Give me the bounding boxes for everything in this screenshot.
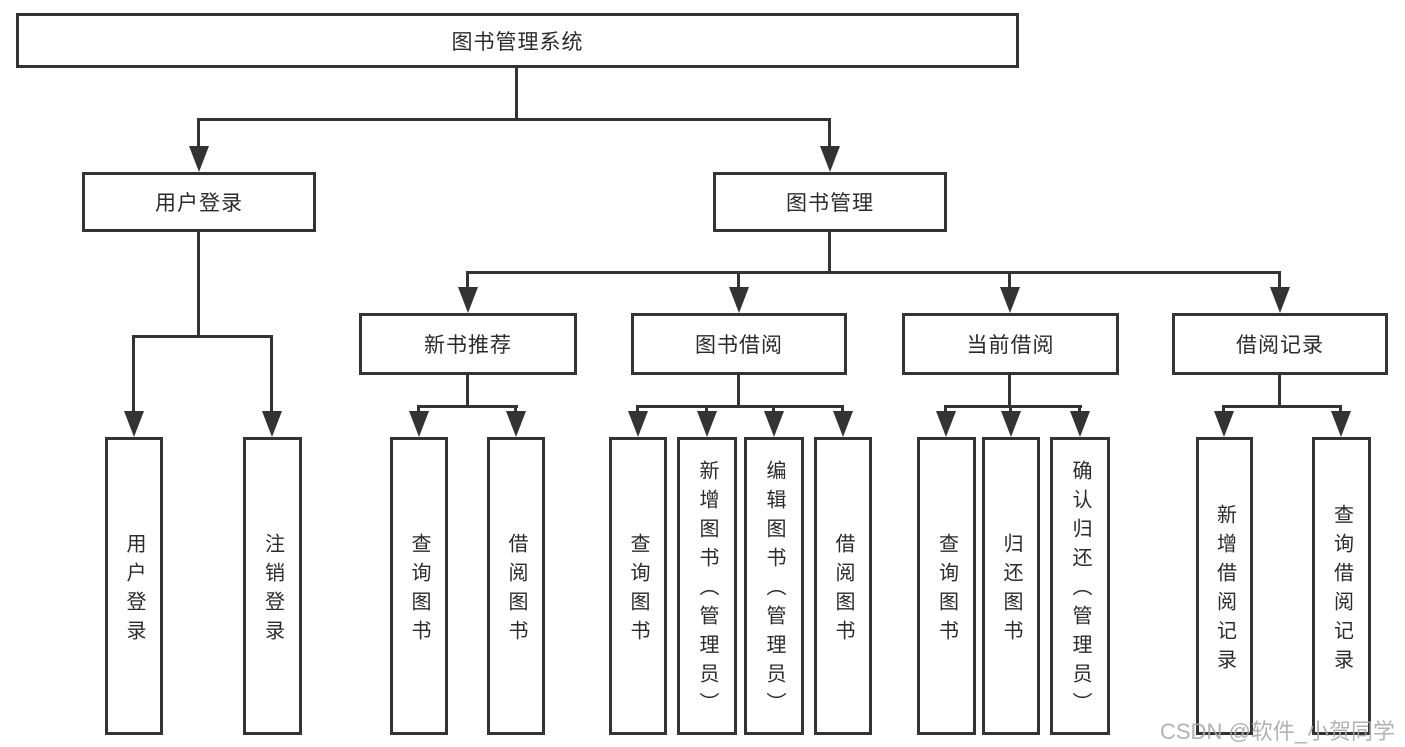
- connector-drop: [944, 405, 947, 415]
- connector-drop-user-login: [197, 118, 200, 150]
- node-leaf-query-borrow-record: 查询借阅记录: [1312, 437, 1371, 735]
- node-root-label: 图书管理系统: [451, 30, 584, 54]
- arrow-down-icon: [1000, 287, 1020, 313]
- connector-borrow-records-rail: [1222, 405, 1342, 408]
- arrow-down-icon: [262, 411, 282, 437]
- connector-drop: [705, 405, 708, 415]
- node-leaf-user-login: 用户登录: [105, 437, 163, 735]
- node-leaf-borrow-books-1: 借阅图书: [487, 437, 545, 735]
- connector-current-borrow-stem: [1008, 375, 1011, 408]
- leaf-label: 归还图书: [1000, 532, 1022, 649]
- node-leaf-add-borrow-record: 新增借阅记录: [1196, 437, 1253, 735]
- connector-drop-logout-leaf: [270, 335, 273, 413]
- leaf-label: 用户登录: [123, 532, 145, 649]
- node-new-book-rec-label: 新书推荐: [424, 334, 512, 357]
- node-book-mgmt: 图书管理: [713, 172, 947, 232]
- connector-drop-new-book-rec: [466, 271, 469, 289]
- leaf-label: 借阅图书: [832, 532, 854, 649]
- leaf-label: 借阅图书: [505, 532, 527, 649]
- node-new-book-rec: 新书推荐: [359, 313, 577, 375]
- arrow-down-icon: [936, 411, 956, 437]
- node-book-borrow: 图书借阅: [631, 313, 847, 375]
- arrow-down-icon: [833, 411, 853, 437]
- node-leaf-add-books-admin: 新增图书（管理员）: [677, 437, 737, 735]
- connector-new-book-rec-rail: [417, 405, 518, 408]
- node-leaf-return-books: 归还图书: [982, 437, 1040, 735]
- leaf-label: 新增借阅记录: [1213, 503, 1236, 678]
- node-user-login: 用户登录: [82, 172, 316, 232]
- node-book-mgmt-label: 图书管理: [786, 192, 874, 215]
- csdn-watermark: CSDN @软件_小贺同学: [1160, 719, 1396, 744]
- connector-drop-login-leaf: [132, 335, 135, 413]
- leaf-label: 编辑图书（管理员）: [763, 460, 785, 721]
- node-leaf-borrow-books-2: 借阅图书: [814, 437, 872, 735]
- connector-drop: [636, 405, 639, 415]
- leaf-label: 查询借阅记录: [1330, 503, 1353, 678]
- connector-current-borrow-rail: [944, 405, 1082, 408]
- connector-book-mgmt-rail: [466, 271, 1281, 274]
- node-leaf-query-books-1: 查询图书: [390, 437, 448, 735]
- leaf-label: 确认归还（管理员）: [1069, 460, 1091, 721]
- connector-book-mgmt-stem: [828, 232, 831, 274]
- node-borrow-records-label: 借阅记录: [1236, 334, 1324, 357]
- connector-drop: [417, 405, 420, 415]
- arrow-down-icon: [1001, 411, 1021, 437]
- node-book-borrow-label: 图书借阅: [695, 334, 783, 357]
- arrow-down-icon: [458, 287, 478, 313]
- node-current-borrow: 当前借阅: [902, 313, 1119, 375]
- arrow-down-icon: [697, 411, 717, 437]
- connector-drop-borrow-records: [1278, 271, 1281, 289]
- arrow-down-icon: [506, 411, 526, 437]
- arrow-down-icon: [189, 146, 209, 172]
- arrow-down-icon: [409, 411, 429, 437]
- connector-drop-book-borrow: [737, 271, 740, 289]
- connector-drop: [1222, 405, 1225, 415]
- arrow-down-icon: [1070, 411, 1090, 437]
- connector-drop: [1339, 405, 1342, 415]
- arrow-down-icon: [1270, 287, 1290, 313]
- connector-root-stem: [515, 68, 518, 118]
- arrow-down-icon: [729, 287, 749, 313]
- arrow-down-icon: [820, 146, 840, 172]
- arrow-down-icon: [124, 411, 144, 437]
- arrow-down-icon: [1214, 411, 1234, 437]
- connector-drop: [772, 405, 775, 415]
- connector-drop-book-mgmt: [828, 118, 831, 150]
- node-root: 图书管理系统: [16, 13, 1019, 68]
- connector-root-rail: [197, 118, 831, 121]
- arrow-down-icon: [628, 411, 648, 437]
- node-leaf-confirm-return-admin: 确认归还（管理员）: [1050, 437, 1110, 735]
- leaf-label: 注销登录: [261, 532, 284, 649]
- connector-book-borrow-rail: [636, 405, 844, 408]
- connector-drop: [1009, 405, 1012, 415]
- node-user-login-label: 用户登录: [155, 192, 243, 215]
- connector-borrow-records-stem: [1278, 375, 1281, 408]
- leaf-label: 查询图书: [408, 532, 430, 649]
- connector-user-login-stem: [197, 232, 200, 335]
- leaf-label: 查询图书: [627, 532, 649, 649]
- node-leaf-query-books-3: 查询图书: [917, 437, 976, 735]
- connector-drop: [841, 405, 844, 415]
- connector-drop: [514, 405, 517, 415]
- connector-book-borrow-stem: [737, 375, 740, 408]
- node-leaf-query-books-2: 查询图书: [609, 437, 667, 735]
- node-current-borrow-label: 当前借阅: [966, 334, 1055, 357]
- connector-drop: [1078, 405, 1081, 415]
- leaf-label: 查询图书: [935, 532, 958, 649]
- node-leaf-edit-books-admin: 编辑图书（管理员）: [744, 437, 804, 735]
- arrow-down-icon: [1331, 411, 1351, 437]
- connector-drop-current-borrow: [1008, 271, 1011, 289]
- connector-user-login-rail: [132, 335, 273, 338]
- node-leaf-logout: 注销登录: [243, 437, 302, 735]
- node-borrow-records: 借阅记录: [1172, 313, 1388, 375]
- leaf-label: 新增图书（管理员）: [696, 460, 718, 721]
- arrow-down-icon: [764, 411, 784, 437]
- connector-new-book-rec-stem: [466, 375, 469, 408]
